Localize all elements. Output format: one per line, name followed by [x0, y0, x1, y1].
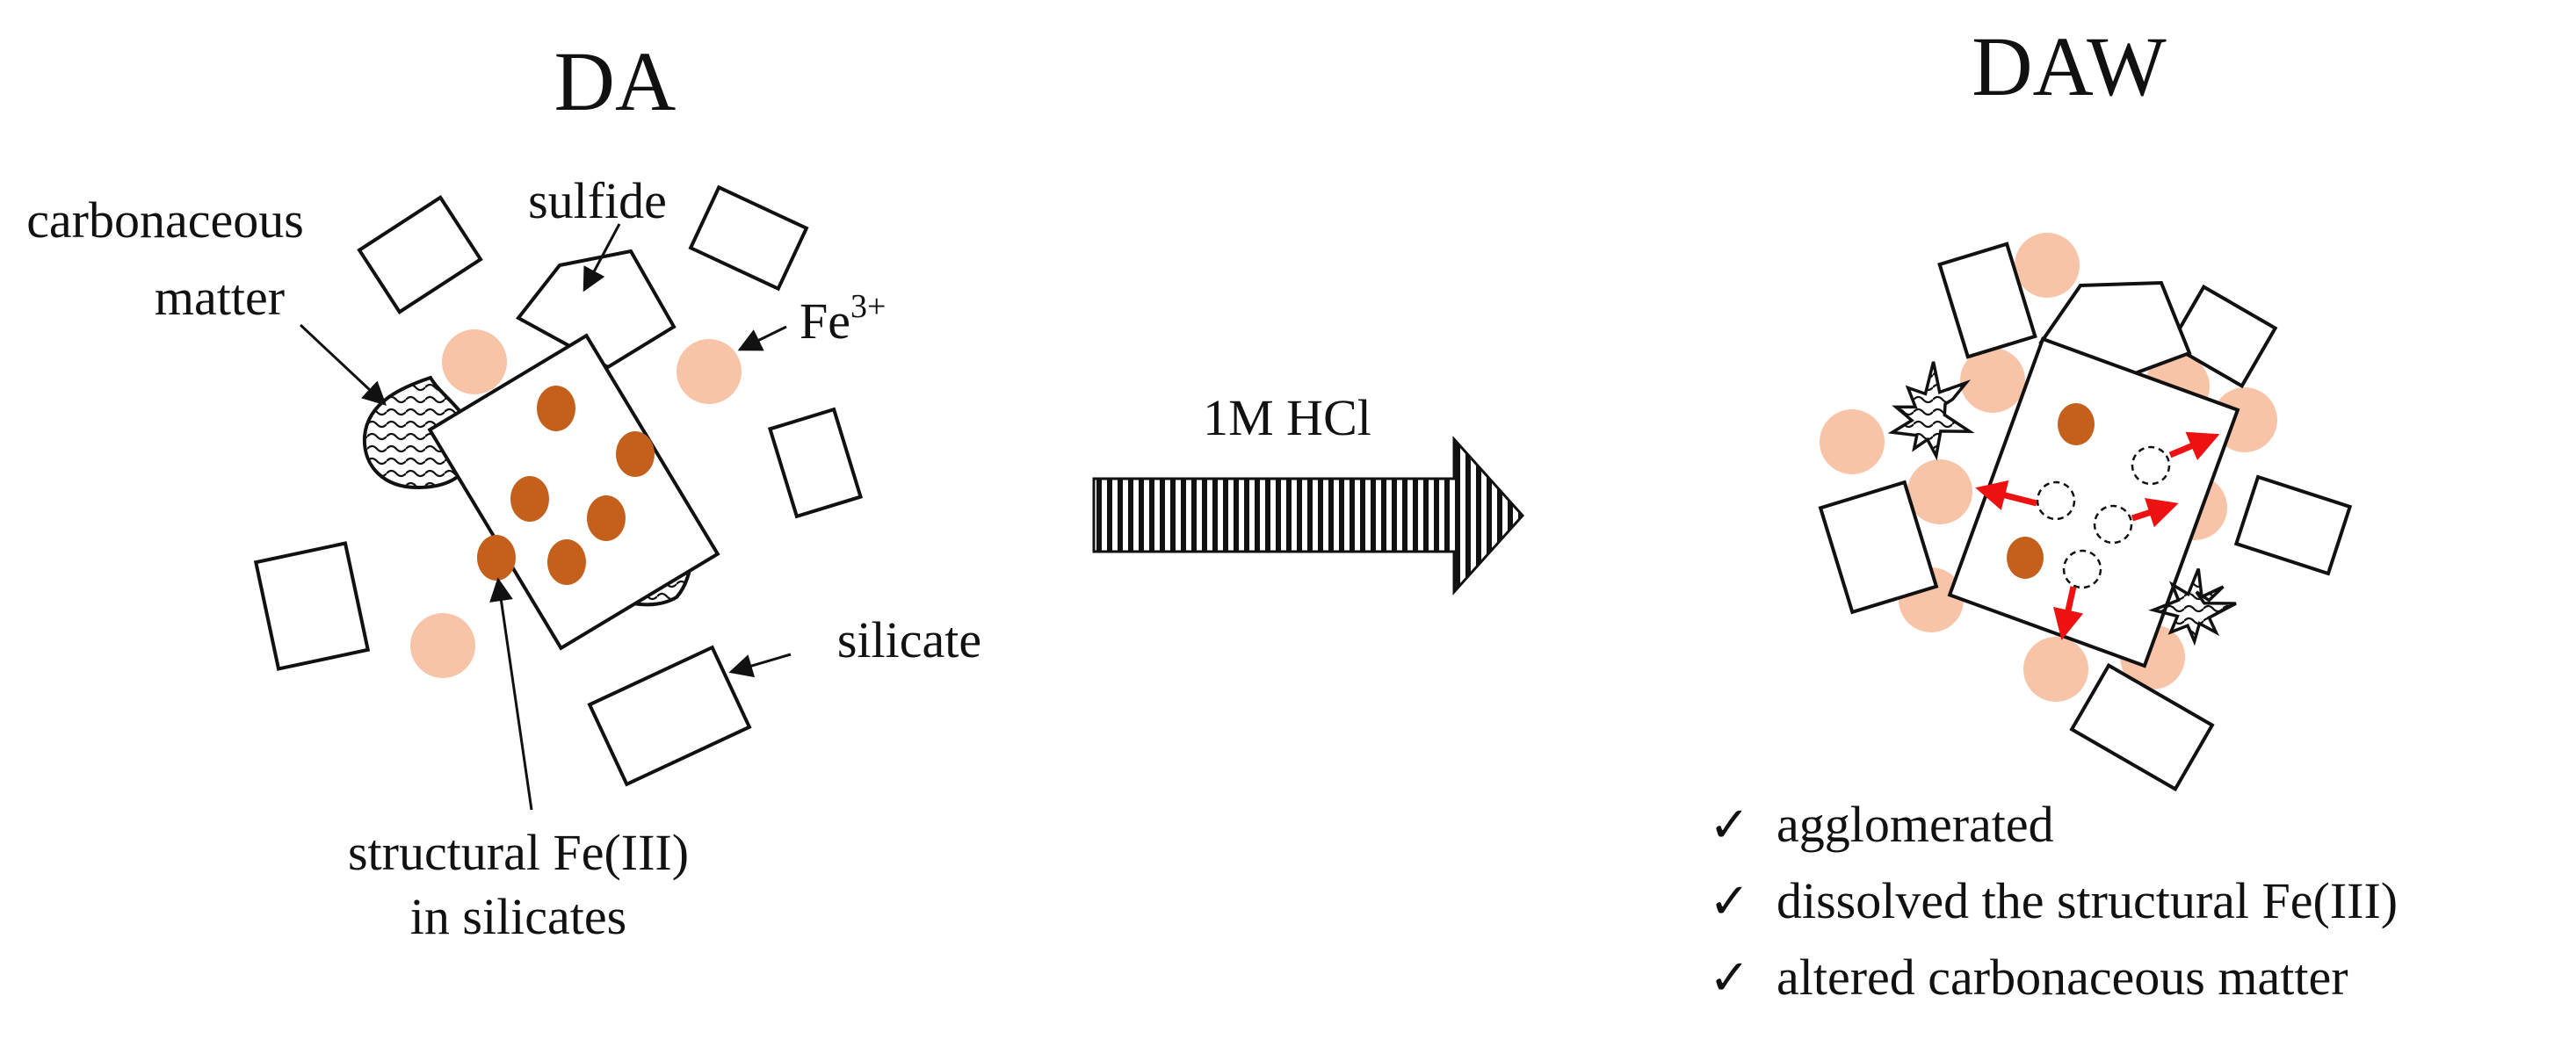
label-treatment: 1M HCl: [1203, 389, 1371, 446]
structural-fe-site: [2058, 403, 2095, 445]
check-mark-icon: ✓: [1709, 951, 1750, 1006]
label-carbonaceous-line2: matter: [155, 269, 285, 326]
label-fe3: Fe3+: [800, 288, 886, 350]
dissolved-site: [2036, 480, 2076, 521]
fe3-ion: [410, 613, 475, 678]
structural-fe-site: [2007, 537, 2044, 579]
dissolved-site: [2131, 445, 2171, 486]
silicate-particle: [1937, 242, 2037, 359]
label-pointers: [299, 223, 792, 811]
label-carbonaceous-line1: carbonaceous: [26, 191, 304, 249]
fe3-ions: [410, 329, 742, 678]
sulfide-particle: [515, 249, 677, 370]
silicate-particle: [2069, 662, 2215, 792]
label-structural-line2: in silicates: [410, 888, 626, 945]
silicate-grain-large: [1947, 336, 2240, 668]
dissolved-site: [2062, 549, 2102, 589]
pointer-carbonaceous: [299, 323, 387, 406]
title-daw: DAW: [1972, 19, 2167, 113]
migration-arrow: [2052, 586, 2084, 640]
migration-arrow: [1975, 480, 2037, 510]
striped-arrow-shape: [1092, 436, 1525, 596]
structural-fe-site: [616, 431, 655, 477]
fe3-ion: [2015, 233, 2080, 298]
fe3-ion: [677, 339, 742, 404]
structural-fe-sites: [477, 386, 655, 585]
altered-carbonaceous-burst: [2148, 567, 2237, 646]
observation-item: dissolved the structural Fe(III): [1776, 872, 2398, 929]
structural-fe-site: [547, 539, 586, 585]
silicate-particle: [688, 184, 809, 292]
label-fe3-symbol: Fe: [800, 292, 850, 350]
pointer-structural-fe: [489, 577, 533, 811]
observation-item: altered carbonaceous matter: [1776, 949, 2348, 1006]
treatment-arrow: 1M HCl: [1092, 389, 1525, 596]
altered-carbonaceous-burst: [1887, 361, 1975, 461]
check-mark-icon: ✓: [1709, 798, 1750, 853]
dissolved-fe-sites: [2036, 445, 2171, 589]
pointer-silicate: [728, 653, 792, 678]
silicate-particle: [2167, 284, 2278, 389]
structural-fe-site: [510, 476, 549, 522]
fe-migration-arrows: [1975, 431, 2220, 640]
migration-arrow: [2168, 431, 2220, 460]
label-silicate: silicate: [837, 611, 981, 668]
structural-fe-remaining: [2007, 403, 2095, 579]
fe3-ions-agglomerate: [1820, 233, 2277, 702]
fe3-ion: [442, 329, 507, 394]
fe3-ion: [1960, 348, 2025, 413]
silicate-particle: [587, 645, 752, 787]
observation-list: ✓ agglomerated ✓ dissolved the structura…: [1709, 796, 2398, 1006]
silicate-particle: [1818, 480, 1939, 615]
fe3-ion: [2023, 637, 2088, 702]
silicate-particles-agglomerate: [1818, 242, 2353, 792]
pointer-fe3: [737, 325, 787, 351]
label-structural-line1: structural Fe(III): [348, 824, 689, 881]
silicate-particle: [253, 541, 371, 671]
observation-item: agglomerated: [1776, 796, 2054, 853]
label-sulfide: sulfide: [528, 172, 667, 229]
structural-fe-site: [537, 386, 575, 431]
title-da: DA: [554, 34, 677, 128]
silicate-particle: [357, 195, 483, 314]
label-fe3-charge: 3+: [850, 288, 886, 325]
silicate-particle: [2233, 474, 2353, 576]
structural-fe-site: [587, 495, 626, 541]
panel-daw: DAW: [1709, 19, 2398, 1006]
dissolved-site: [2093, 504, 2133, 545]
check-mark-icon: ✓: [1709, 875, 1750, 929]
fe3-ion: [1820, 409, 1885, 474]
panel-da: DA: [26, 34, 981, 945]
silicate-particle: [767, 407, 864, 519]
structural-fe-site: [477, 535, 516, 581]
fe3-ion: [1907, 459, 1972, 524]
migration-arrow: [2131, 498, 2179, 528]
silicate-particles: [253, 184, 864, 787]
pointer-sulfide: [582, 223, 621, 292]
